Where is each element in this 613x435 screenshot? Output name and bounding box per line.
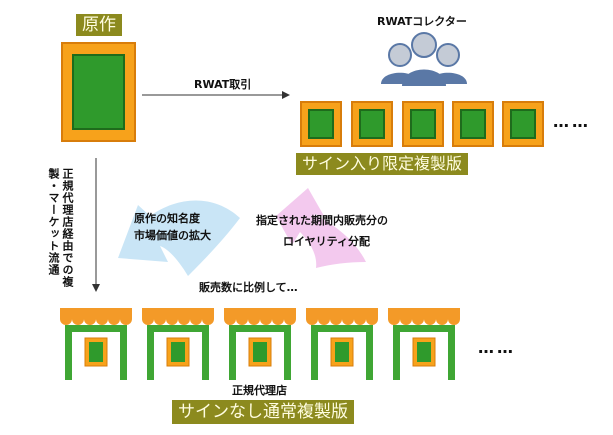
agency-label: 正規代理店	[232, 384, 287, 397]
recognition-arrow	[118, 200, 240, 276]
recognition-label-1: 原作の知名度	[134, 212, 200, 225]
collector-label: RWATコレクター	[377, 15, 467, 28]
signed-edition-frame	[402, 101, 444, 147]
royalty-label-2: ロイヤリティ分配	[283, 235, 371, 248]
unsigned-regular-label: サインなし通常複製版	[172, 400, 354, 424]
shop-icon	[306, 308, 378, 380]
shops-row	[60, 308, 460, 380]
original-label: 原作	[76, 14, 122, 36]
shops-ellipsis: ……	[478, 338, 516, 357]
signed-limited-label: サイン入り限定複製版	[296, 153, 469, 175]
distribution-label: 正規代理店経由での複製・マーケット流通	[47, 168, 74, 288]
shop-icon	[142, 308, 214, 380]
shop-icon	[60, 308, 132, 380]
trade-label: RWAT取引	[194, 78, 252, 91]
signed-edition-frame	[502, 101, 544, 147]
trade-arrow	[142, 91, 290, 99]
shop-icon	[224, 308, 296, 380]
distribution-arrow	[92, 158, 100, 292]
signed-edition-frame	[452, 101, 494, 147]
royalty-arrow	[276, 188, 366, 268]
signed-edition-frame	[300, 101, 342, 147]
royalty-label-1: 指定された期間内販売分の	[256, 214, 388, 227]
signed-edition-frame	[351, 101, 393, 147]
recognition-label-2: 市場価値の拡大	[134, 229, 211, 242]
collector-people-icon	[381, 32, 467, 86]
shop-icon	[388, 308, 460, 380]
proportional-label: 販売数に比例して…	[199, 281, 298, 294]
signed-ellipsis: ……	[553, 112, 591, 131]
original-painting	[61, 42, 136, 142]
